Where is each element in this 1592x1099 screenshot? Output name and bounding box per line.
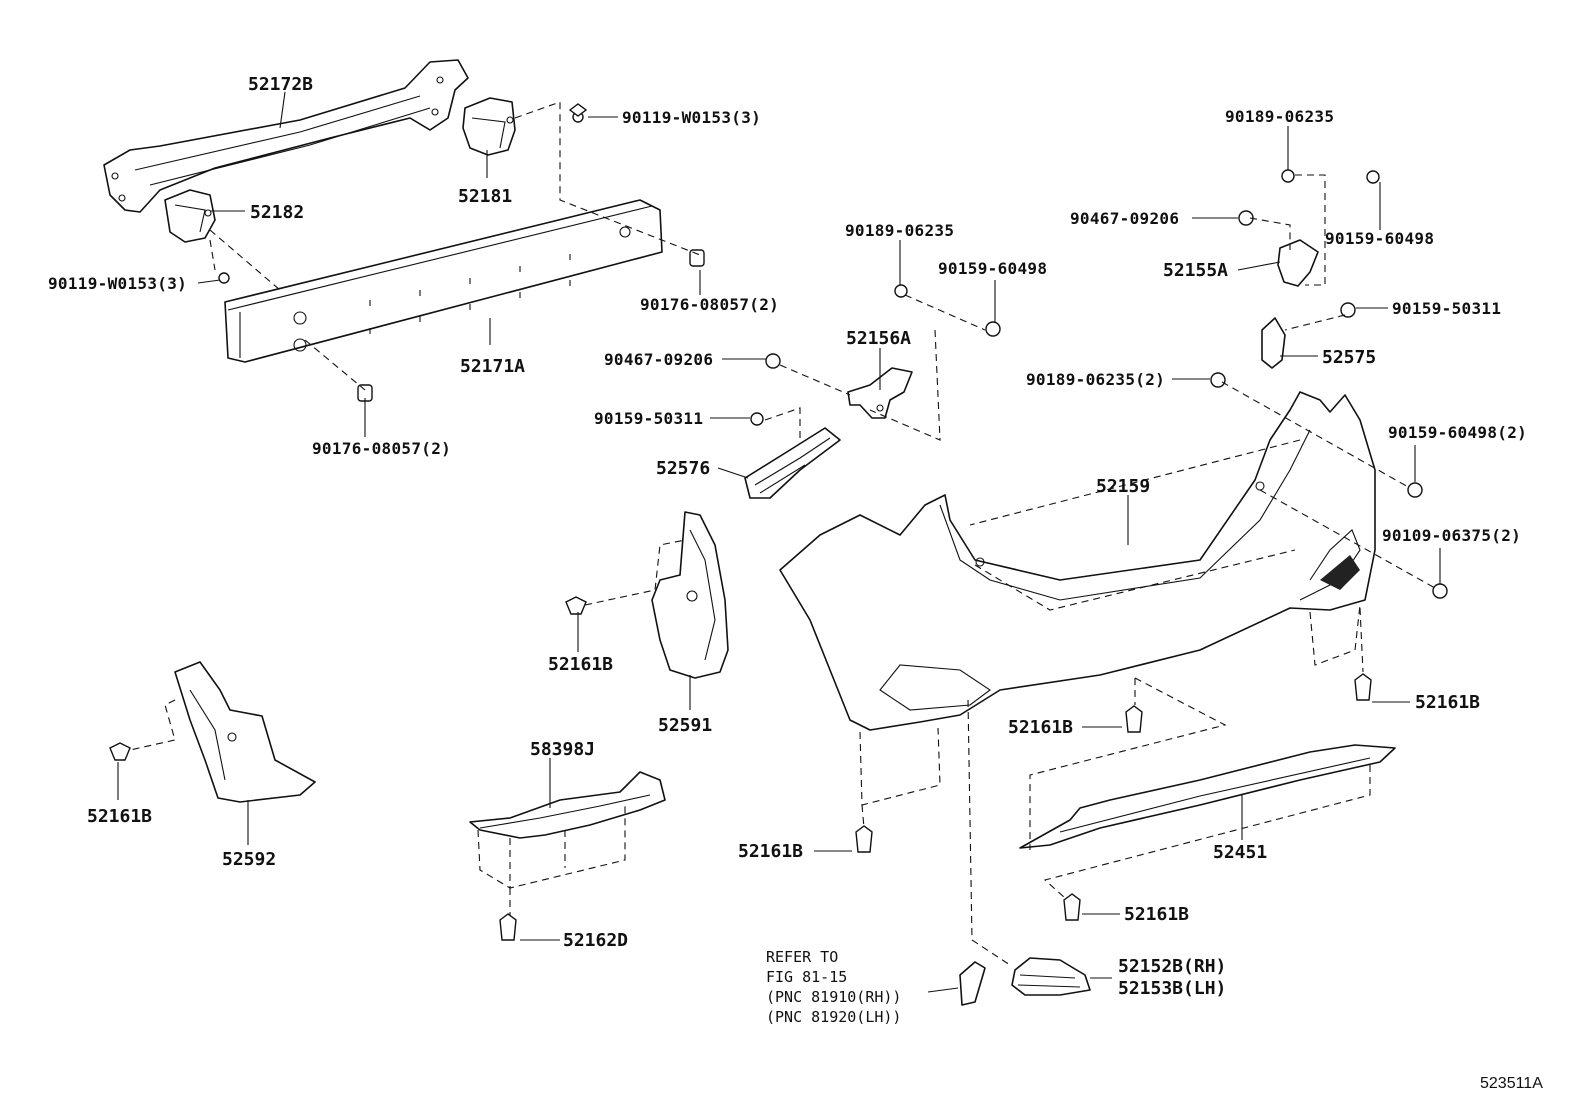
fasteners-mid — [750, 169, 1448, 599]
label-90109: 90109-06375(2) — [1382, 526, 1521, 545]
label-90159-50311-right: 90159-50311 — [1392, 299, 1501, 318]
label-52451: 52451 — [1213, 842, 1267, 863]
label-90467-mid: 90467-09206 — [604, 350, 713, 369]
figure-id: 523511A — [1480, 1075, 1543, 1092]
part-52451-drawing — [1019, 744, 1396, 849]
part-52155A-drawing — [1277, 239, 1319, 287]
label-52161B-left: 52161B — [87, 806, 152, 827]
label-52575: 52575 — [1322, 347, 1376, 368]
label-52161B-bottom: 52161B — [738, 841, 803, 862]
label-90189-top: 90189-06235 — [1225, 107, 1334, 126]
label-52182: 52182 — [250, 202, 304, 223]
part-58398J-drawing — [469, 771, 666, 839]
clips — [109, 596, 1372, 941]
refer-line-4: (PNC 81920(LH)) — [766, 1008, 901, 1026]
label-90176-bottom: 90176-08057(2) — [312, 439, 451, 458]
label-90176-right: 90176-08057(2) — [640, 295, 779, 314]
label-52152B: 52152B(RH) — [1118, 956, 1226, 977]
label-52159: 52159 — [1096, 476, 1150, 497]
refer-line-1: REFER TO — [766, 948, 838, 966]
part-52576-drawing — [744, 427, 841, 499]
part-52575-drawing — [1261, 317, 1286, 369]
label-90159-60498-2: 90159-60498(2) — [1388, 423, 1527, 442]
label-52172B: 52172B — [248, 74, 313, 95]
leader-lines — [117, 91, 1441, 993]
assembly-lines — [129, 101, 1436, 966]
refer-note: REFER TO FIG 81-15 (PNC 81910(RH)) (PNC … — [766, 948, 901, 1026]
label-58398J: 58398J — [530, 739, 595, 760]
label-90159-60498-mid: 90159-60498 — [938, 259, 1047, 278]
part-52156A-drawing — [847, 367, 913, 419]
part-labels: 52172B 52181 52182 90119-W0153(3) 90119-… — [48, 74, 1527, 999]
label-52153B: 52153B(LH) — [1118, 978, 1226, 999]
label-52161B-mid: 52161B — [548, 654, 613, 675]
reflector-drawing — [959, 961, 986, 1006]
part-52592-drawing — [174, 661, 316, 803]
part-52159-drawing — [779, 391, 1376, 731]
label-90159-60498-top: 90159-60498 — [1325, 229, 1434, 248]
label-52155A: 52155A — [1163, 260, 1228, 281]
part-52171A-drawing — [224, 199, 663, 363]
part-52591-drawing — [651, 511, 729, 679]
label-90189-mid: 90189-06235 — [845, 221, 954, 240]
label-52161B-right: 52161B — [1415, 692, 1480, 713]
label-52591: 52591 — [658, 715, 712, 736]
refer-line-2: FIG 81-15 — [766, 968, 847, 986]
label-52156A: 52156A — [846, 328, 911, 349]
label-52576: 52576 — [656, 458, 710, 479]
label-90159-50311-mid: 90159-50311 — [594, 409, 703, 428]
label-90119-left: 90119-W0153(3) — [48, 274, 187, 293]
part-52152B-drawing — [1011, 957, 1091, 996]
label-52161B-low: 52161B — [1124, 904, 1189, 925]
label-52592: 52592 — [222, 849, 276, 870]
label-52171A: 52171A — [460, 356, 525, 377]
label-90467-top: 90467-09206 — [1070, 209, 1179, 228]
label-90189-2: 90189-06235(2) — [1026, 370, 1165, 389]
refer-line-3: (PNC 81910(RH)) — [766, 988, 901, 1006]
part-52172B-drawing — [103, 59, 469, 213]
label-90119-top: 90119-W0153(3) — [622, 108, 761, 127]
label-52162D: 52162D — [563, 930, 628, 951]
part-52181-drawing — [462, 97, 516, 156]
part-52182-drawing — [164, 189, 216, 243]
label-52161B-center: 52161B — [1008, 717, 1073, 738]
label-52181: 52181 — [458, 186, 512, 207]
